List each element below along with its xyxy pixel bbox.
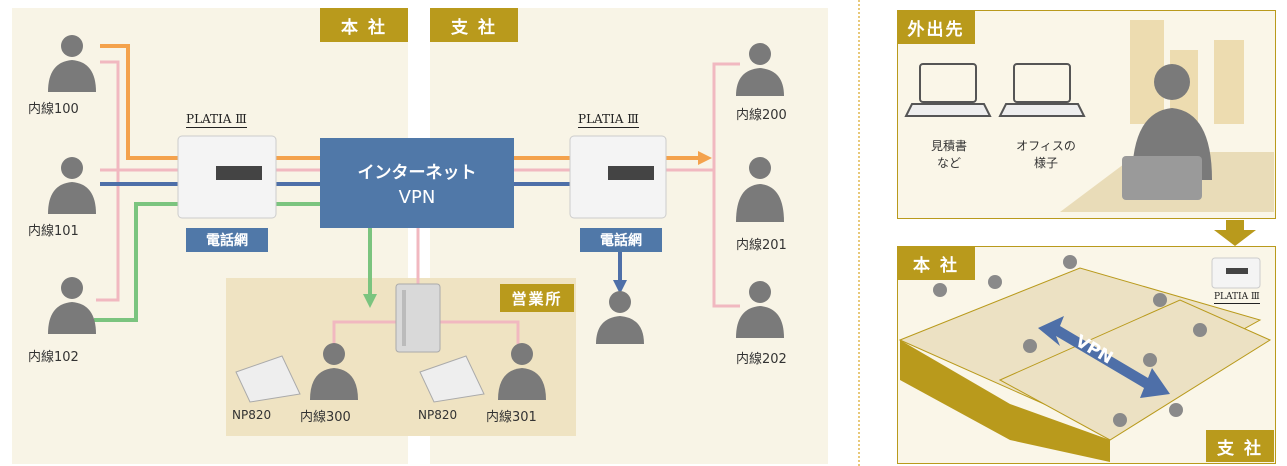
line-orange-100 xyxy=(100,44,178,160)
city-backdrop xyxy=(1130,20,1244,124)
laptop1-caption-line1: 見積書 xyxy=(930,139,967,153)
office-desk-fronts xyxy=(900,340,1110,462)
office-scene-top-tag: 本 社 xyxy=(897,246,975,280)
sales-office-tag: 営業所 xyxy=(500,284,574,312)
laptop1-caption: 見積書 など xyxy=(918,138,980,172)
phone-net-right: 電話網 xyxy=(580,228,662,252)
ext-300-label: 内線300 xyxy=(300,410,351,425)
internet-vpn-box: インターネット VPN xyxy=(320,138,514,228)
line-pink-right xyxy=(712,62,740,308)
np820-left-label: NP820 xyxy=(232,408,272,422)
arrow-orange xyxy=(698,151,712,165)
laptop2-caption: オフィスの 様子 xyxy=(1010,138,1082,172)
phone-net-left: 電話網 xyxy=(186,228,268,252)
remote-tag: 外出先 xyxy=(897,10,975,44)
remote-laptop xyxy=(1122,156,1202,200)
office-platia-logo: PLATIA Ⅲ xyxy=(1214,292,1260,304)
platia-right-logo: PLATIA Ⅲ xyxy=(578,112,639,128)
np820-right-label: NP820 xyxy=(418,408,458,422)
ext-301-label: 内線301 xyxy=(486,410,537,425)
ext-201-label: 内線201 xyxy=(736,238,787,253)
laptop-icons xyxy=(904,63,1086,117)
line-pink-left xyxy=(96,60,120,302)
remote-person-head xyxy=(1154,64,1190,100)
arrow-green xyxy=(363,294,377,308)
branch-office-tag: 支 社 xyxy=(430,8,518,42)
laptop2-caption-line1: オフィスの xyxy=(1016,139,1076,153)
ext-101-label: 内線101 xyxy=(28,224,79,239)
person-silhouettes xyxy=(48,35,784,400)
laptop2-caption-line2: 様子 xyxy=(1033,156,1058,170)
main-office-tag: 本 社 xyxy=(320,8,408,42)
laptop1-caption-line2: など xyxy=(936,156,961,170)
line-green-102 xyxy=(94,202,178,322)
phone-icons xyxy=(235,355,485,403)
office-scene-bottom-tag: 支 社 xyxy=(1206,430,1274,462)
platia-left-logo: PLATIA Ⅲ xyxy=(186,112,247,128)
sales-server xyxy=(395,283,441,353)
ext-202-label: 内線202 xyxy=(736,352,787,367)
section-divider xyxy=(858,0,860,466)
ext-100-label: 内線100 xyxy=(28,102,79,117)
office-people xyxy=(933,255,1207,427)
line-pink-sales xyxy=(332,228,420,344)
vpn-label: VPN xyxy=(398,187,436,208)
internet-label: インターネット xyxy=(357,163,477,183)
arrow-blue xyxy=(613,280,627,294)
ext-102-label: 内線102 xyxy=(28,350,79,365)
vpn-double-arrow xyxy=(1038,316,1170,398)
ext-200-label: 内線200 xyxy=(736,108,787,123)
